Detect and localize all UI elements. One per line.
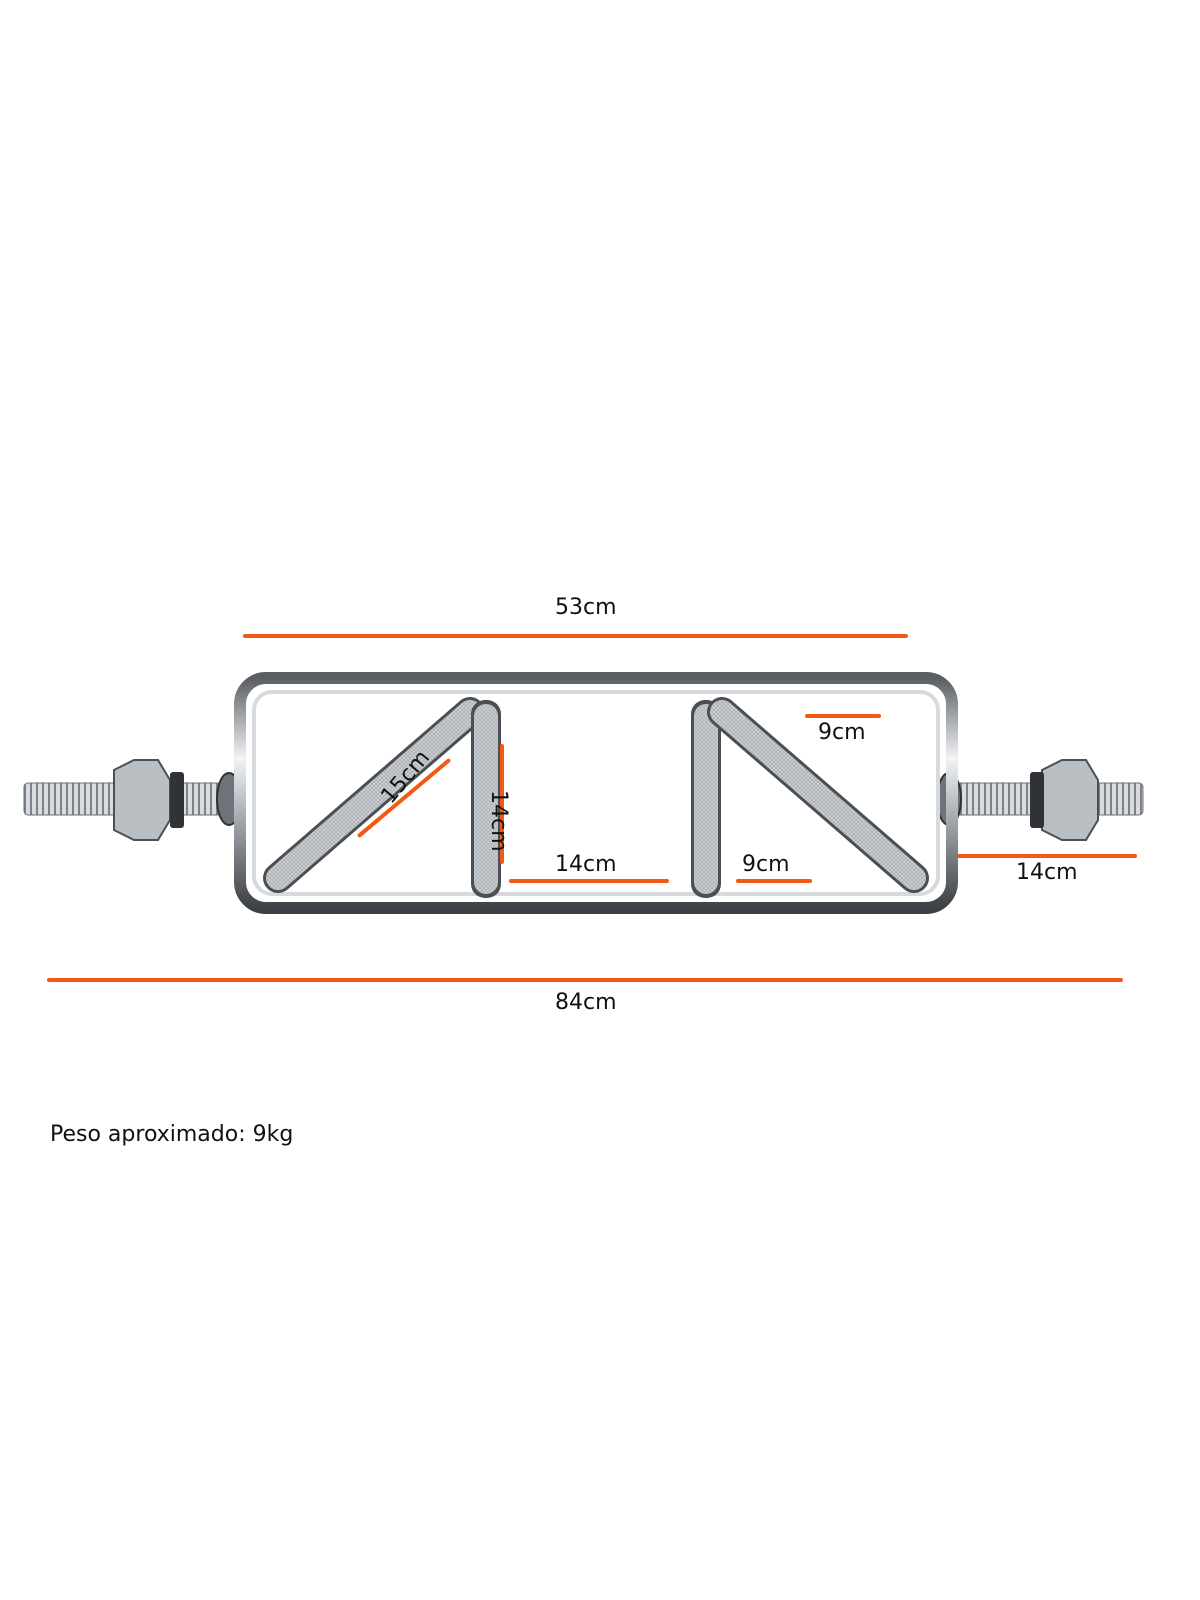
left-straight-handle xyxy=(471,700,501,898)
middle-gap-label: 14cm xyxy=(555,852,617,877)
straight-handle-label: 14cm xyxy=(486,790,511,852)
left-washer xyxy=(170,772,184,828)
right-sleeve xyxy=(936,759,1144,841)
right-diagonal-handle xyxy=(707,697,929,893)
total-length-label: 84cm xyxy=(555,990,617,1015)
side-gap-bottom-label: 9cm xyxy=(742,852,790,877)
side-gap-bottom-line xyxy=(736,879,812,883)
frame-length-label: 53cm xyxy=(555,595,617,620)
right-washer xyxy=(1030,772,1044,828)
side-gap-top-label: 9cm xyxy=(818,720,866,745)
left-nut xyxy=(113,759,171,841)
side-gap-top-line xyxy=(805,714,881,718)
weight-note: Peso aproximado: 9kg xyxy=(50,1122,294,1147)
right-nut xyxy=(1041,759,1099,841)
straight-handle-line xyxy=(500,744,504,864)
left-diagonal-handle xyxy=(263,697,485,893)
sleeve-length-line xyxy=(957,854,1137,858)
left-sleeve xyxy=(23,759,242,841)
middle-gap-line xyxy=(509,879,669,883)
frame-length-line xyxy=(243,634,908,638)
right-straight-handle xyxy=(691,700,721,898)
bar-frame xyxy=(234,672,958,914)
total-length-line xyxy=(47,978,1123,982)
sleeve-length-label: 14cm xyxy=(1016,860,1078,885)
